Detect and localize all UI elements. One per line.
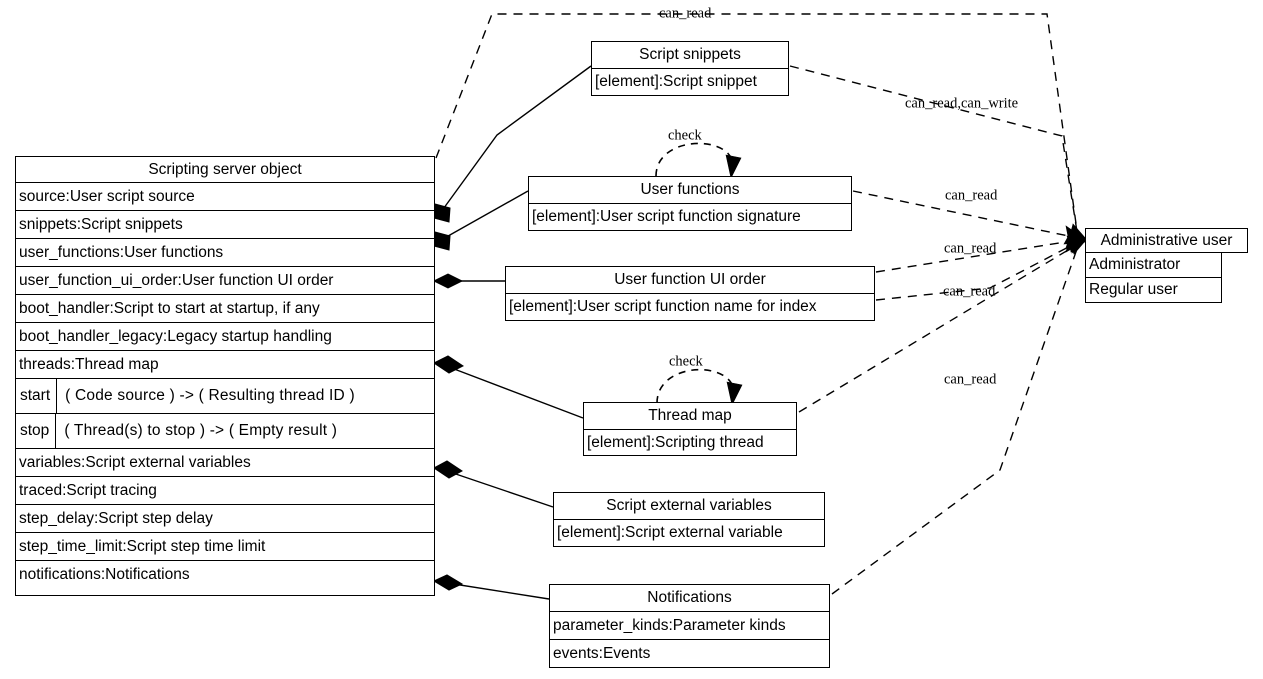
edge-external-variables-composition (440, 468, 554, 508)
class-title-scripting-server-object: Scripting server object (16, 157, 434, 183)
composition-diamond-ui-order (432, 273, 464, 289)
attribute-boot-handler: boot_handler:Script to start at startup,… (16, 295, 434, 323)
method-start-signature: ( Code source ) -> ( Resulting thread ID… (65, 387, 355, 405)
edge-user-functions-composition (440, 190, 529, 241)
enum-value-administrator: Administrator (1085, 253, 1222, 278)
edge-label-can-read-top: can_read (659, 5, 712, 21)
edge-label-can-read-user-functions: can_read (945, 187, 998, 203)
attribute-script-external-variable-element: [element]:Script external variable (554, 520, 824, 546)
attribute-source: source:User script source (16, 183, 434, 211)
method-stop-signature: ( Thread(s) to stop ) -> ( Empty result … (64, 422, 338, 440)
edge-check-user-functions (655, 142, 734, 177)
method-stop: stop ( Thread(s) to stop ) -> ( Empty re… (16, 414, 434, 449)
admin-user-arrowhead-cluster (1063, 223, 1088, 255)
attribute-notifications: notifications:Notifications (16, 561, 434, 589)
class-box-scripting-server-object[interactable]: Scripting server object source:User scri… (15, 156, 435, 596)
class-box-script-external-variables[interactable]: Script external variables [element]:Scri… (553, 492, 825, 547)
class-title-script-external-variables: Script external variables (554, 493, 824, 520)
edge-label-check-thread-map: check (669, 353, 704, 369)
attribute-step-time-limit: step_time_limit:Script step time limit (16, 533, 434, 561)
class-box-user-function-ui-order[interactable]: User function UI order [element]:User sc… (505, 266, 875, 321)
composition-diamond-threads (433, 355, 464, 374)
composition-diamond-notifications (432, 574, 464, 591)
class-title-user-functions: User functions (529, 177, 851, 204)
check-arrowhead-user-functions (725, 154, 742, 179)
class-box-thread-map[interactable]: Thread map [element]:Scripting thread (583, 402, 797, 456)
attribute-variables: variables:Script external variables (16, 449, 434, 477)
method-start-name: start (16, 379, 58, 413)
attribute-boot-handler-legacy: boot_handler_legacy:Legacy startup handl… (16, 323, 434, 351)
method-stop-name: stop (16, 414, 57, 448)
class-title-administrative-user: Administrative user (1085, 228, 1248, 253)
edge-snippets-composition (440, 65, 592, 213)
enum-value-regular-user: Regular user (1085, 278, 1222, 303)
attribute-user-function-signature-element: [element]:User script function signature (529, 204, 851, 230)
edge-thread-map-composition (440, 363, 584, 419)
check-arrowhead-thread-map (726, 381, 743, 406)
edge-can-read-ui-order-to-admin (875, 239, 1079, 273)
edge-can-read-server-to-admin (435, 13, 1079, 239)
edge-can-read-user-functions-to-admin (852, 190, 1079, 239)
attribute-parameter-kinds: parameter_kinds:Parameter kinds (550, 612, 829, 640)
attribute-user-function-ui-order: user_function_ui_order:User function UI … (16, 267, 434, 295)
edge-label-can-read-thread-map: can_read (944, 371, 997, 387)
attribute-traced: traced:Script tracing (16, 477, 434, 505)
class-box-user-functions[interactable]: User functions [element]:User script fun… (528, 176, 852, 231)
edge-can-read-write-snippets-to-admin (789, 65, 1079, 239)
class-box-administrative-user[interactable]: Administrative user Administrator Regula… (1085, 228, 1248, 303)
class-box-notifications[interactable]: Notifications parameter_kinds:Parameter … (549, 584, 830, 668)
edge-label-check-user-functions: check (668, 127, 703, 143)
class-title-notifications: Notifications (550, 585, 829, 612)
composition-diamond-variables (433, 460, 463, 479)
attribute-snippets: snippets:Script snippets (16, 211, 434, 239)
attribute-user-function-name-for-index-element: [element]:User script function name for … (506, 294, 874, 320)
class-title-script-snippets: Script snippets (592, 42, 788, 69)
edge-label-can-read-ui-order-b: can_read (943, 283, 996, 299)
edge-can-read-thread-map-to-admin (798, 243, 1079, 413)
composition-diamond-snippets (433, 203, 451, 223)
edge-label-can-read-ui-order-a: can_read (944, 240, 997, 256)
attribute-threads: threads:Thread map (16, 351, 434, 379)
class-title-user-function-ui-order: User function UI order (506, 267, 874, 294)
edge-can-read-notifications-to-admin (831, 245, 1079, 595)
attribute-step-delay: step_delay:Script step delay (16, 505, 434, 533)
attribute-scripting-thread-element: [element]:Scripting thread (584, 430, 796, 455)
method-start: start ( Code source ) -> ( Resulting thr… (16, 379, 434, 414)
edge-label-can-read-can-write: can_read,can_write (905, 95, 1018, 111)
class-title-thread-map: Thread map (584, 403, 796, 430)
attribute-user-functions: user_functions:User functions (16, 239, 434, 267)
attribute-events: events:Events (550, 640, 829, 667)
edge-check-thread-map (656, 368, 735, 404)
attribute-script-snippet-element: [element]:Script snippet (592, 69, 788, 95)
composition-diamond-user-functions (433, 231, 451, 251)
edge-can-read-ui-order-b-to-admin (875, 241, 1079, 301)
class-box-script-snippets[interactable]: Script snippets [element]:Script snippet (591, 41, 789, 96)
